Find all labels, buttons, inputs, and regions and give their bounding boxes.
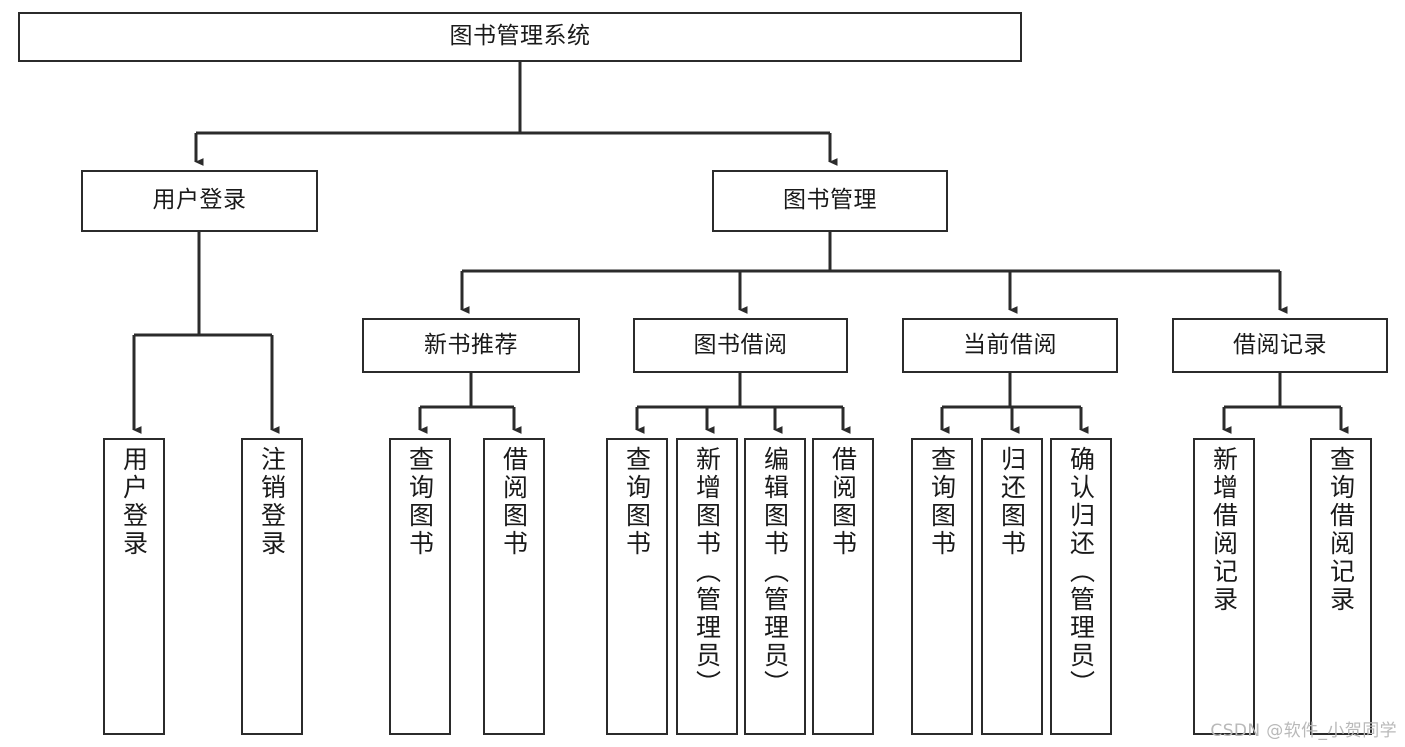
node-leaf-borrow-book-b[interactable]: 借阅图书 (812, 438, 874, 735)
node-leaf-confirm-return-admin-label: 确认归还（管理员） (1066, 446, 1096, 698)
node-leaf-add-borrow-record[interactable]: 新增借阅记录 (1193, 438, 1255, 735)
node-leaf-edit-book-admin-label: 编辑图书（管理员） (760, 446, 790, 698)
node-leaf-logout[interactable]: 注销登录 (241, 438, 303, 735)
node-leaf-add-borrow-record-label: 新增借阅记录 (1209, 446, 1239, 614)
node-leaf-confirm-return-admin[interactable]: 确认归还（管理员） (1050, 438, 1112, 735)
node-book-management-label: 图书管理 (783, 187, 877, 214)
node-leaf-borrow-book-a[interactable]: 借阅图书 (483, 438, 545, 735)
node-leaf-edit-book-admin[interactable]: 编辑图书（管理员） (744, 438, 806, 735)
node-leaf-query-book-a-label: 查询图书 (405, 446, 435, 558)
node-root[interactable]: 图书管理系统 (18, 12, 1022, 62)
node-leaf-query-borrow-record-label: 查询借阅记录 (1326, 446, 1356, 614)
node-leaf-query-borrow-record[interactable]: 查询借阅记录 (1310, 438, 1372, 735)
node-leaf-query-book-c-label: 查询图书 (927, 446, 957, 558)
node-leaf-return-book-label: 归还图书 (997, 446, 1027, 558)
node-current-borrow[interactable]: 当前借阅 (902, 318, 1118, 373)
node-leaf-add-book-admin-label: 新增图书（管理员） (692, 446, 722, 698)
node-leaf-user-login-label: 用户登录 (119, 446, 149, 558)
node-user-login-label: 用户登录 (152, 187, 247, 214)
node-root-label: 图书管理系统 (449, 23, 591, 50)
node-leaf-return-book[interactable]: 归还图书 (981, 438, 1043, 735)
node-new-book-recommend-label: 新书推荐 (424, 331, 518, 358)
node-borrow-record-label: 借阅记录 (1233, 331, 1327, 358)
node-user-login[interactable]: 用户登录 (81, 170, 318, 232)
node-book-borrow-label: 图书借阅 (693, 331, 788, 358)
node-leaf-query-book-b-label: 查询图书 (622, 446, 652, 558)
node-leaf-logout-label: 注销登录 (257, 446, 287, 558)
node-leaf-borrow-book-a-label: 借阅图书 (499, 446, 529, 558)
node-leaf-query-book-c[interactable]: 查询图书 (911, 438, 973, 735)
node-current-borrow-label: 当前借阅 (963, 331, 1057, 358)
node-leaf-query-book-a[interactable]: 查询图书 (389, 438, 451, 735)
node-borrow-record[interactable]: 借阅记录 (1172, 318, 1388, 373)
node-leaf-add-book-admin[interactable]: 新增图书（管理员） (676, 438, 738, 735)
csdn-watermark: CSDN @软件_小贺同学 (1210, 721, 1397, 741)
node-book-borrow[interactable]: 图书借阅 (633, 318, 848, 373)
node-leaf-user-login[interactable]: 用户登录 (103, 438, 165, 735)
node-leaf-query-book-b[interactable]: 查询图书 (606, 438, 668, 735)
node-book-management[interactable]: 图书管理 (712, 170, 948, 232)
node-new-book-recommend[interactable]: 新书推荐 (362, 318, 580, 373)
node-leaf-borrow-book-b-label: 借阅图书 (828, 446, 858, 558)
